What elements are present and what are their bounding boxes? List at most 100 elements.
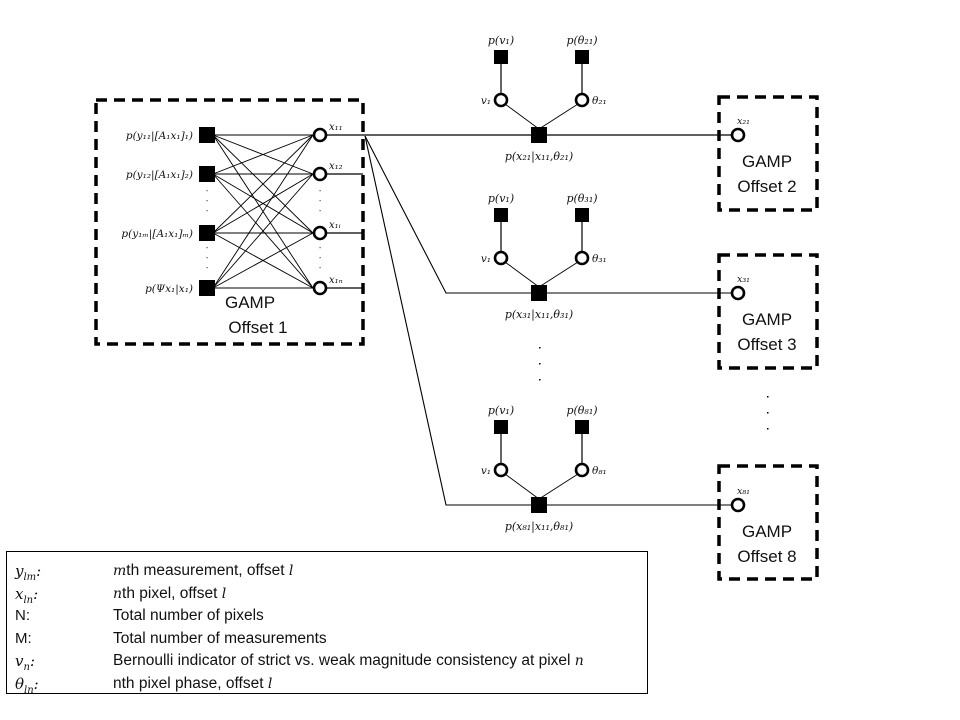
pixel-variables: x₁₁ x₁₂ x₁ᵢ x₁ₙ (312, 122, 343, 296)
ellipsis-dot (319, 190, 321, 192)
prior-v-factor (494, 208, 508, 222)
prior-theta-factor (575, 50, 589, 64)
legend-row: M: Total number of measurements (15, 628, 647, 651)
prior-theta-label: p(θ₃₁) (566, 192, 597, 205)
block-ellipsis (767, 396, 769, 430)
bipartite-edge (212, 134, 314, 234)
legend-symbol: N: (15, 607, 30, 624)
factor-label: p(Ψx₁|x₁) (145, 283, 193, 296)
ellipsis-dot (206, 267, 208, 269)
measurement-factor: p(y₁₂|[A₁x₁]₂) (126, 166, 215, 182)
theta-to-factor-edge (538, 103, 579, 130)
gamp-block-border (717, 95, 819, 212)
legend-description: Total number of pixels (113, 607, 264, 624)
legend-symbol: vn: (15, 652, 35, 673)
factor-label: p(y₁₂|[A₁x₁]₂) (126, 169, 193, 182)
legend-description: nth pixel phase, offset l (113, 674, 273, 692)
factor-node-square (199, 166, 215, 182)
variable-label: x₁ᵢ (329, 220, 341, 231)
pixel-variable-label: x₂₁ (737, 116, 750, 127)
ellipsis-dots (206, 190, 321, 269)
coupling-edges (363, 134, 738, 506)
bipartite-edge (212, 173, 314, 289)
legend-symbol: xln: (15, 584, 39, 606)
v-to-factor-edge (504, 261, 540, 288)
module-ellipsis (539, 347, 541, 381)
legend-description: Bernoulli indicator of strict vs. weak m… (113, 652, 584, 669)
ellipsis-dot (319, 200, 321, 202)
legend-symbol: ylm: (15, 562, 42, 583)
ellipsis-dot (206, 200, 208, 202)
factor-node-square (199, 225, 215, 241)
gamp-subtitle: Offset 1 (228, 318, 287, 337)
legend-symbol: M: (15, 629, 32, 647)
coupling-factor-node (531, 127, 547, 143)
measurement-factor: p(y₁ₘ|[A₁x₁]ₘ) (121, 225, 215, 241)
legend-description: Total number of measurements (113, 629, 327, 647)
legend-row: N: Total number of pixels (15, 605, 647, 628)
ellipsis-dot (319, 210, 321, 212)
theta-to-factor-edge (538, 473, 579, 500)
coupling-factor-label: p(x₈₁|x₁₁,θ₈₁) (505, 520, 573, 534)
pixel-variable: x₁ₙ (312, 275, 343, 296)
prior-v-factor (494, 50, 508, 64)
v-variable-node (493, 250, 509, 266)
gamp-title: GAMP (742, 522, 792, 541)
prior-v-label: p(v₁) (488, 34, 514, 47)
coupling-factor-node (531, 285, 547, 301)
gamp-block-offset-1: p(y₁₁|[A₁x₁]₁) p(y₁₂|[A₁x₁]₂) p(y₁ₘ|[A₁x₁]… (94, 98, 365, 346)
gamp-block-border (94, 98, 365, 346)
gamp-subtitle: Offset 8 (737, 547, 796, 566)
legend-row: θln: nth pixel phase, offset l (15, 673, 647, 696)
prior-theta-label: p(θ₈₁) (566, 404, 597, 417)
gamp-subtitle: Offset 3 (737, 335, 796, 354)
coupling-factor-node (531, 497, 547, 513)
prior-v-factor (494, 420, 508, 434)
gamp-block-offset-8: x₈₁ GAMP Offset 8 (717, 464, 819, 581)
variable-label: x₁₁ (329, 122, 343, 133)
legend-description: nth pixel, offset l (113, 584, 227, 602)
ellipsis-dot (319, 267, 321, 269)
ellipsis-dot (206, 257, 208, 259)
gamp-title: GAMP (742, 152, 792, 171)
v-variable-node (493, 92, 509, 108)
measurement-factor: p(y₁₁|[A₁x₁]₁) (126, 127, 215, 143)
pixel-variable: x₁ᵢ (312, 220, 341, 241)
v-to-factor-edge (504, 473, 540, 500)
v-variable-label: v₁ (481, 465, 491, 477)
v-variable-node (493, 462, 509, 478)
v-to-factor-edge (504, 103, 540, 130)
v-variable-label: v₁ (481, 253, 491, 265)
pixel-variable-label: x₃₁ (737, 274, 750, 285)
theta-variable-node (574, 462, 590, 478)
pixel-variable-node (730, 127, 746, 143)
pixel-variable: x₁₁ (312, 122, 343, 143)
factor-label: p(y₁₁|[A₁x₁]₁) (126, 130, 193, 143)
prior-theta-factor (575, 208, 589, 222)
legend-symbol: θln: (15, 674, 39, 696)
v-variable-label: v₁ (481, 95, 491, 107)
prior-v-label: p(v₁) (488, 404, 514, 417)
variable-node-circle (312, 225, 328, 241)
measurement-factors: p(y₁₁|[A₁x₁]₁) p(y₁₂|[A₁x₁]₂) p(y₁ₘ|[A₁x₁]… (121, 127, 215, 296)
legend-row: xln: nth pixel, offset l (15, 583, 647, 606)
pixel-variable-label: x₈₁ (737, 486, 750, 497)
notation-legend: ylm: mth measurement, offset l xln: nth pix… (6, 551, 648, 696)
prior-v-label: p(v₁) (488, 192, 514, 205)
legend-description: mth measurement, offset l (113, 562, 294, 579)
theta-variable-label: θ₂₁ (592, 95, 607, 107)
variable-label: x₁₂ (329, 161, 343, 172)
gamp-block-border (717, 464, 819, 581)
factor-node-square (199, 127, 215, 143)
bipartite-edge (212, 173, 314, 234)
variable-node-circle (312, 166, 328, 182)
legend-row: vn: Bernoulli indicator of strict vs. wea… (15, 650, 647, 673)
gamp-block-border (717, 253, 819, 370)
